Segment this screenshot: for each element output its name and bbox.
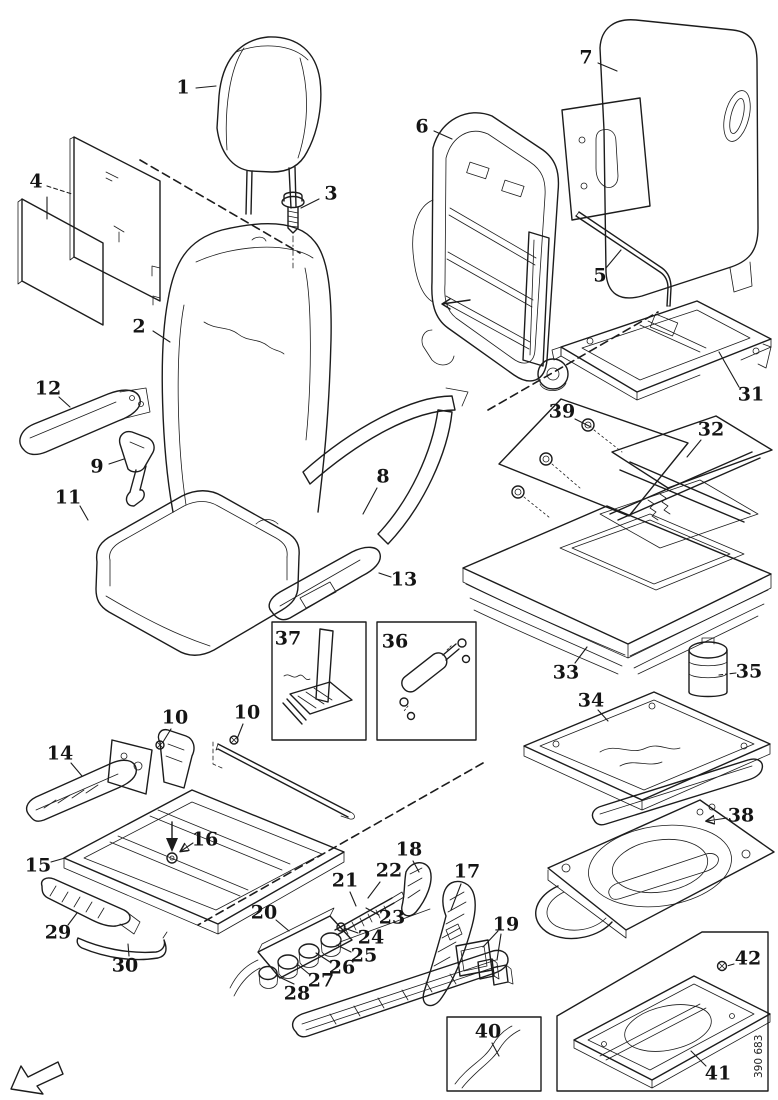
assembly-dash-lines [139,159,659,926]
leader-40 [491,1042,500,1057]
leader-19 [482,930,499,948]
leader-23 [365,907,380,916]
inset-box-36 [376,621,477,741]
part-backrest-panel [561,19,759,299]
part-riser-assembly [25,728,355,961]
part-slide-rail [291,949,509,1038]
leader-12 [58,396,71,408]
leader-20 [275,919,290,932]
leader-31 [718,351,740,388]
leader-8 [362,487,378,515]
part-backrest-cushion [161,222,332,513]
leader-30 [127,943,130,957]
leader-10 [162,728,172,743]
leader-41 [690,1050,707,1067]
leader-29 [67,912,78,926]
part-scissor-mechanism [599,415,773,549]
leader-39 [574,418,592,428]
leader-3 [300,198,320,209]
part-headrest [216,36,322,215]
leader-16 [181,843,194,851]
part-side-trim [268,546,381,621]
part-headrest-guide [281,191,305,269]
leader-27 [296,963,310,975]
leader-7 [597,62,618,72]
leader-26 [315,952,331,963]
part-wire-rod [575,211,672,307]
leader-24 [343,927,359,934]
leader-19 [496,933,502,961]
inset-box-base-pan [556,931,771,1092]
callout-leader-lines [46,62,740,1067]
leader-17 [450,883,462,911]
leader-35 [718,672,737,676]
leader-10 [236,723,244,740]
leader-33 [574,646,588,664]
leader-13 [378,572,392,578]
part-belt-buckle [118,430,155,507]
leader-18 [412,860,420,873]
leader-25 [336,944,352,953]
leader-1 [195,85,217,89]
leader-4 [46,185,73,195]
part-rail-bar [591,758,764,826]
leader-21 [349,891,357,907]
part-back-panels [17,136,161,326]
inset-box-37 [271,621,367,741]
part-armrest [19,387,151,456]
part-mounting-plate [498,398,689,519]
part-bellows [462,505,772,675]
direction-arrow [10,1061,64,1095]
figure-code: 390 683 [753,1035,765,1078]
leader-9 [108,458,125,465]
inset-box-40 [446,1016,542,1092]
part-air-cylinder [688,637,728,698]
leader-32 [686,439,702,458]
part-handles-switch [401,862,514,1007]
leader-14 [70,762,83,777]
leader-22 [367,881,381,899]
leader-34 [597,709,609,722]
leader-2 [152,330,171,343]
leader-6 [433,130,453,140]
leader-42 [726,963,735,967]
leader-28 [276,975,295,985]
part-seat-belt [302,231,569,545]
part-backrest-frame [412,112,560,382]
part-valve-block [229,891,431,997]
part-seat-cushion [95,490,300,656]
leader-11 [79,505,89,521]
leader-5 [605,249,622,269]
leader-15 [50,857,66,863]
part-suspension-plate [523,691,771,811]
part-swivel-plate [535,799,775,940]
leader-38 [707,818,728,821]
